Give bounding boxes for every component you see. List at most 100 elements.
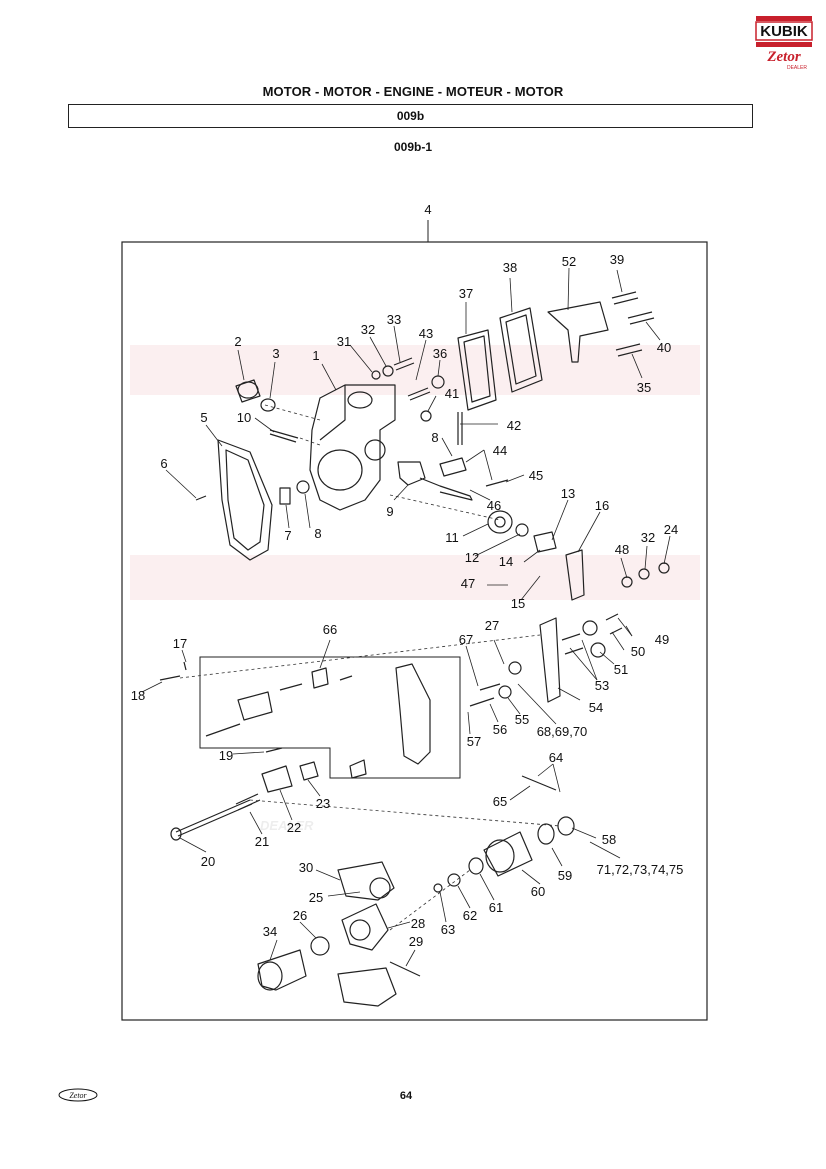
callout: 56 bbox=[493, 722, 507, 737]
part-bolt-20 bbox=[175, 799, 253, 837]
callout: 8 bbox=[431, 430, 438, 445]
part-bushing-11 bbox=[487, 510, 513, 534]
svg-text:DEALER: DEALER bbox=[260, 818, 314, 833]
callout: 38 bbox=[503, 260, 517, 275]
callout: 32 bbox=[361, 322, 375, 337]
callout: 19 bbox=[219, 748, 233, 763]
callout: 66 bbox=[323, 622, 337, 637]
callout: 30 bbox=[299, 860, 313, 875]
callout: 64 bbox=[549, 750, 563, 765]
callout: 46 bbox=[487, 498, 501, 513]
callout: 29 bbox=[409, 934, 423, 949]
part-arm-16 bbox=[565, 549, 585, 601]
callout: 5 bbox=[200, 410, 207, 425]
part-stud-42 bbox=[457, 412, 463, 445]
subassembly-box-66 bbox=[199, 656, 461, 779]
callout: 48 bbox=[615, 542, 629, 557]
callout: 44 bbox=[493, 443, 507, 458]
part-lever-9 bbox=[397, 461, 426, 486]
callout: 54 bbox=[589, 700, 603, 715]
callout: 8 bbox=[314, 526, 321, 541]
part-gasket-37 bbox=[457, 329, 497, 411]
part-washer-8 bbox=[296, 480, 310, 494]
callout: 32 bbox=[641, 530, 655, 545]
callout: 1 bbox=[312, 348, 319, 363]
callout: 7 bbox=[284, 528, 291, 543]
callout: 51 bbox=[614, 662, 628, 677]
subsection-code: 009b-1 bbox=[393, 140, 433, 154]
callout: 20 bbox=[201, 854, 215, 869]
page-title: MOTOR - MOTOR - ENGINE - MOTEUR - MOTOR bbox=[262, 84, 564, 99]
callout: 58 bbox=[602, 832, 616, 847]
callout: 31 bbox=[337, 334, 351, 349]
section-code-box: 009b bbox=[68, 104, 753, 128]
callout: 42 bbox=[507, 418, 521, 433]
callout: 14 bbox=[499, 554, 513, 569]
callout: 63 bbox=[441, 922, 455, 937]
callout: 41 bbox=[445, 386, 459, 401]
callout: 28 bbox=[411, 916, 425, 931]
callout: 67 bbox=[459, 632, 473, 647]
callout: 49 bbox=[655, 632, 669, 647]
callout: 35 bbox=[637, 380, 651, 395]
dealer-watermark: DEALER bbox=[130, 345, 700, 833]
callout: 36 bbox=[433, 346, 447, 361]
part-oring bbox=[260, 398, 276, 412]
page-number: 64 bbox=[399, 1090, 413, 1102]
callout: 55 bbox=[515, 712, 529, 727]
part-pin-6 bbox=[195, 495, 207, 501]
part-bracket-52 bbox=[547, 301, 609, 363]
callout: 34 bbox=[263, 924, 277, 939]
callout: 9 bbox=[386, 504, 393, 519]
callout: 59 bbox=[558, 868, 572, 883]
callout: 16 bbox=[595, 498, 609, 513]
callout: 68,69,70 bbox=[537, 724, 588, 739]
part-sleeve-60 bbox=[483, 831, 533, 877]
callout: 10 bbox=[237, 410, 251, 425]
callout: 61 bbox=[489, 900, 503, 915]
callout: 37 bbox=[459, 286, 473, 301]
callout: 65 bbox=[493, 794, 507, 809]
callout: 62 bbox=[463, 908, 477, 923]
callout: 53 bbox=[595, 678, 609, 693]
callout: 23 bbox=[316, 796, 330, 811]
callout: 11 bbox=[445, 530, 459, 545]
part-cover-38 bbox=[499, 307, 543, 393]
callout: 17 bbox=[173, 636, 187, 651]
callout: 33 bbox=[387, 312, 401, 327]
part-block-13 bbox=[533, 531, 557, 553]
logo-bottom-text: Zetor bbox=[766, 49, 800, 65]
kubik-zetor-logo: KUBIK Zetor DEALER bbox=[755, 16, 813, 71]
part-gasket-5 bbox=[217, 439, 273, 561]
callout: 52 bbox=[562, 254, 576, 269]
part-ring-12 bbox=[515, 523, 529, 537]
callout: 40 bbox=[657, 340, 671, 355]
callout: 21 bbox=[255, 834, 269, 849]
callout: 25 bbox=[309, 890, 323, 905]
callout: 18 bbox=[131, 688, 145, 703]
callout: 57 bbox=[467, 734, 481, 749]
callout: 60 bbox=[531, 884, 545, 899]
callout: 24 bbox=[664, 522, 678, 537]
callout: 2 bbox=[234, 334, 241, 349]
part-plate-54 bbox=[539, 617, 561, 703]
logo-sub-text: DEALER bbox=[787, 65, 807, 71]
callout: 4 bbox=[424, 202, 431, 217]
footer-logo-text: Zetor bbox=[69, 1091, 87, 1100]
footer-zetor-logo: Zetor bbox=[58, 1088, 98, 1102]
callout-labels: 4 1 2 3 5 6 7 8 8 9 10 11 12 13 14 15 16… bbox=[131, 202, 684, 949]
callout: 47 bbox=[461, 576, 475, 591]
part-housing bbox=[309, 384, 396, 511]
callout: 43 bbox=[419, 326, 433, 341]
callout: 50 bbox=[631, 644, 645, 659]
part-screw-10 bbox=[269, 429, 299, 443]
callout: 13 bbox=[561, 486, 575, 501]
part-plug-7 bbox=[279, 487, 291, 505]
callout: 71,72,73,74,75 bbox=[597, 862, 684, 877]
callout: 6 bbox=[160, 456, 167, 471]
callout: 15 bbox=[511, 596, 525, 611]
callout: 45 bbox=[529, 468, 543, 483]
callout: 39 bbox=[610, 252, 624, 267]
callout: 26 bbox=[293, 908, 307, 923]
